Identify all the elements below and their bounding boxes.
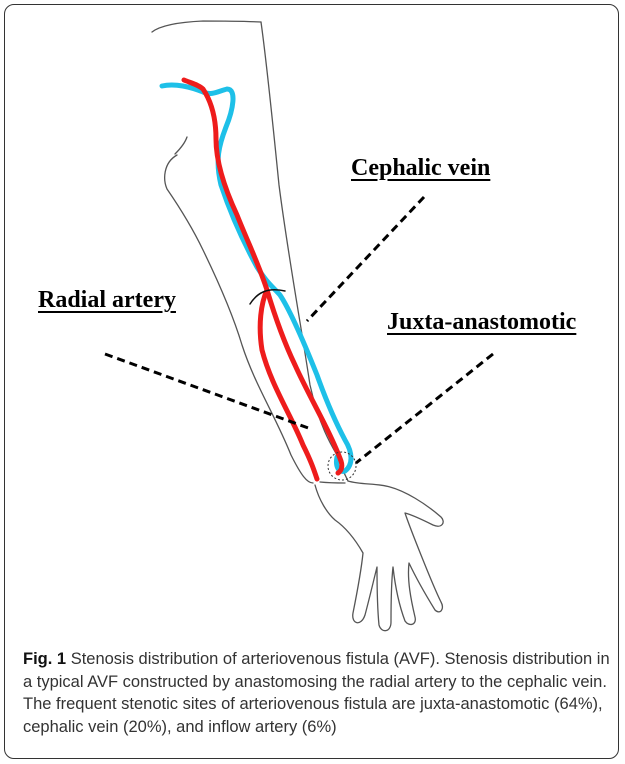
arm-outer-edge — [261, 22, 337, 455]
figure-caption: Fig. 1 Stenosis distribution of arteriov… — [23, 648, 613, 738]
caption-text: Stenosis distribution of arteriovenous f… — [23, 650, 610, 736]
caption-label: Fig. 1 — [23, 650, 66, 668]
cephalic-vein-path — [162, 85, 351, 471]
radial-artery-label: Radial artery — [38, 287, 176, 314]
cephalic-vein-label: Cephalic vein — [351, 155, 490, 182]
hand-outline — [315, 481, 443, 631]
juxta-anastomotic-leader — [356, 354, 493, 463]
radial-artery-path — [184, 80, 317, 479]
arm-upper-outer-edge — [152, 21, 261, 32]
wrist-line — [320, 482, 345, 483]
juxta-anastomotic-label: Juxta-anastomotic — [387, 309, 576, 336]
cephalic-vein-leader — [307, 197, 424, 321]
figure-frame: Cephalic vein Radial artery Juxta-anasto… — [4, 4, 619, 759]
elbow-crease — [175, 137, 187, 154]
